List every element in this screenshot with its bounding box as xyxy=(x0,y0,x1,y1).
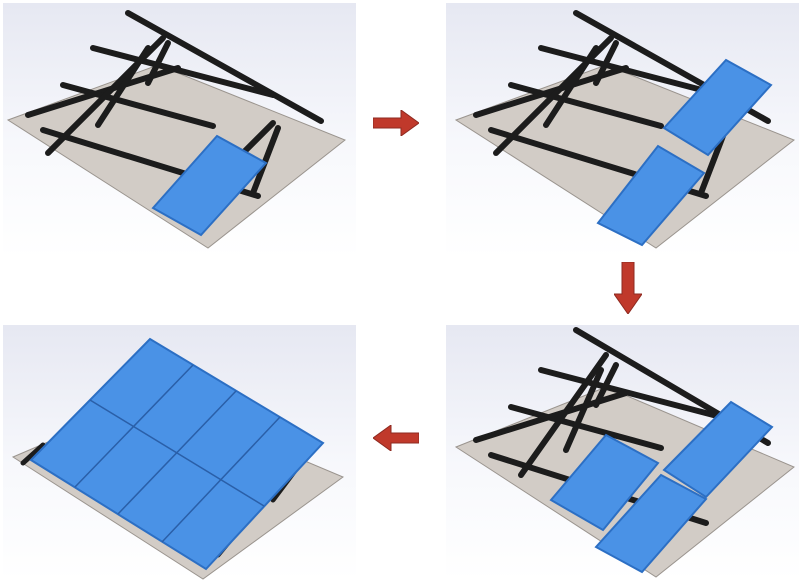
cross-rail xyxy=(60,82,216,129)
step-1-illustration xyxy=(6,10,346,249)
cross-rail xyxy=(538,367,724,420)
cross-rail xyxy=(508,82,664,129)
arrow-down-icon xyxy=(614,262,642,314)
cross-rail xyxy=(90,45,276,98)
panel-divider xyxy=(117,390,237,515)
strut xyxy=(20,442,46,466)
cross-rail xyxy=(508,404,664,451)
strut xyxy=(250,125,281,196)
cross-rail xyxy=(538,45,724,98)
strut xyxy=(95,45,151,128)
strut xyxy=(593,362,619,408)
solar-panel xyxy=(549,433,660,532)
step-4-illustration xyxy=(11,337,345,580)
strut xyxy=(240,120,276,156)
solar-panel xyxy=(151,134,268,237)
step-1-panel xyxy=(3,3,356,258)
panel-gridlines xyxy=(74,364,281,543)
panel-divider xyxy=(74,364,194,488)
step-4-panel xyxy=(3,325,356,580)
step-2-panel xyxy=(446,3,799,258)
strut xyxy=(145,40,171,86)
step-2-illustration xyxy=(454,10,795,249)
strut xyxy=(543,45,599,128)
step-3-illustration xyxy=(454,327,795,578)
arrow-right-icon xyxy=(373,110,419,136)
strut xyxy=(563,367,604,453)
solar-panel xyxy=(662,58,773,157)
arrow-left-icon xyxy=(373,425,419,451)
solar-array-surface xyxy=(29,337,325,571)
strut xyxy=(518,352,609,478)
top-rail xyxy=(125,10,324,124)
solar-array xyxy=(29,337,325,571)
step-3-panel xyxy=(446,325,799,580)
solar-panel xyxy=(662,400,774,499)
solar-panel xyxy=(594,473,708,574)
solar-panel xyxy=(596,144,706,247)
strut xyxy=(593,40,619,86)
panel-divider xyxy=(161,416,281,543)
